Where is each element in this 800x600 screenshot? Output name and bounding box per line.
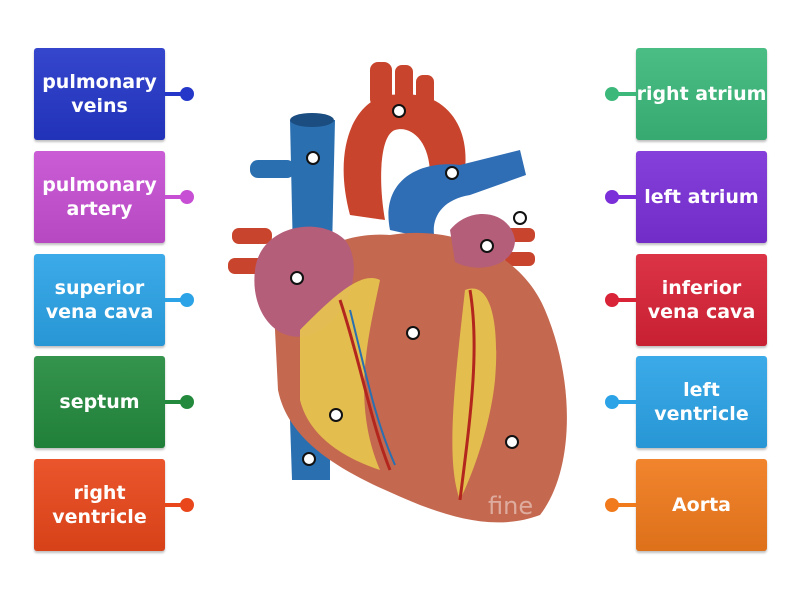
label-card[interactable]: right ventricle <box>34 459 165 551</box>
drop-pin[interactable] <box>329 408 343 422</box>
connector-line <box>616 400 636 404</box>
connector-dot[interactable] <box>605 87 619 101</box>
watermark: fine <box>488 492 534 520</box>
label-text: pulmonary veins <box>42 71 157 117</box>
connector-line <box>616 92 636 96</box>
connector-line <box>616 503 636 507</box>
label-card[interactable]: superior vena cava <box>34 254 165 346</box>
connector-dot[interactable] <box>605 293 619 307</box>
drop-pin[interactable] <box>513 211 527 225</box>
connector-dot[interactable] <box>605 190 619 204</box>
label-text: left ventricle <box>654 379 749 425</box>
connector-dot[interactable] <box>180 87 194 101</box>
connector-line <box>165 195 185 199</box>
label-card[interactable]: left ventricle <box>636 356 767 448</box>
connector-line <box>616 298 636 302</box>
label-card[interactable]: septum <box>34 356 165 448</box>
label-text: septum <box>59 391 140 413</box>
connector-line <box>165 298 185 302</box>
label-text: superior vena cava <box>45 277 154 323</box>
drop-pin[interactable] <box>392 104 406 118</box>
drop-pin[interactable] <box>445 166 459 180</box>
connector-dot[interactable] <box>605 498 619 512</box>
connector-line <box>165 503 185 507</box>
label-card[interactable]: inferior vena cava <box>636 254 767 346</box>
label-text: pulmonary artery <box>42 174 157 220</box>
connector-dot[interactable] <box>605 395 619 409</box>
label-text: right ventricle <box>52 482 147 528</box>
drop-pin[interactable] <box>505 435 519 449</box>
drop-pin[interactable] <box>302 452 316 466</box>
drop-pin[interactable] <box>306 151 320 165</box>
label-text: left atrium <box>644 186 759 208</box>
label-text: inferior vena cava <box>647 277 756 323</box>
label-card[interactable]: Aorta <box>636 459 767 551</box>
label-text: right atrium <box>636 83 767 105</box>
connector-line <box>165 400 185 404</box>
connector-dot[interactable] <box>180 395 194 409</box>
connector-dot[interactable] <box>180 293 194 307</box>
label-card[interactable]: right atrium <box>636 48 767 140</box>
label-card[interactable]: left atrium <box>636 151 767 243</box>
connector-line <box>616 195 636 199</box>
label-text: Aorta <box>671 494 732 516</box>
connector-line <box>165 92 185 96</box>
connector-dot[interactable] <box>180 190 194 204</box>
label-card[interactable]: pulmonary artery <box>34 151 165 243</box>
label-card[interactable]: pulmonary veins <box>34 48 165 140</box>
drop-pin[interactable] <box>406 326 420 340</box>
drop-pin[interactable] <box>290 271 304 285</box>
connector-dot[interactable] <box>180 498 194 512</box>
drop-pin[interactable] <box>480 239 494 253</box>
